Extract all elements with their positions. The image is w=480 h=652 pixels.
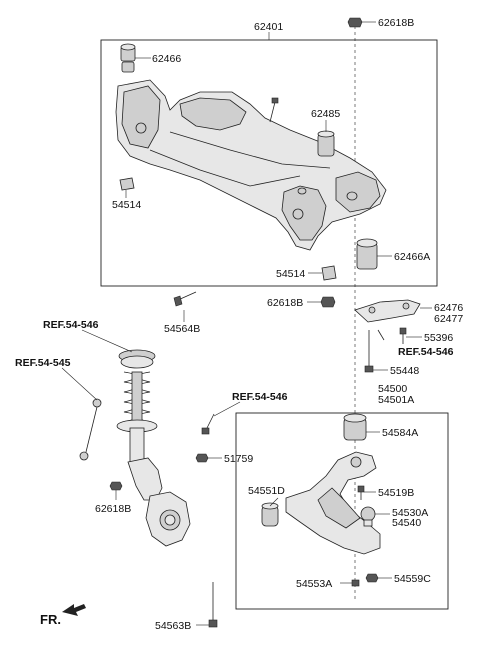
label-62618b-top: 62618B <box>378 17 414 29</box>
label-54501a: 54501A <box>378 394 414 406</box>
bushing-54584a <box>343 413 367 441</box>
bushing-62485 <box>317 130 335 157</box>
bolt-strut <box>201 413 215 435</box>
bolt-54563b <box>208 582 218 628</box>
bushing-54551d <box>261 502 279 527</box>
ball-joint-54530a <box>360 506 376 527</box>
label-51759: 51759 <box>224 453 253 465</box>
ref-54-546-bracket: REF.54-546 <box>398 346 454 358</box>
nut-62618b-mid <box>320 296 336 308</box>
label-62477: 62477 <box>434 313 463 325</box>
bolt-54564b <box>173 291 197 307</box>
label-54514-left: 54514 <box>112 199 141 211</box>
ref-54-546-knuckle: REF.54-546 <box>232 391 288 403</box>
bushing-62466a <box>356 238 378 270</box>
front-direction-arrow-icon <box>62 604 86 616</box>
label-55396: 55396 <box>424 332 453 344</box>
label-54551d: 54551D <box>248 485 285 497</box>
label-54530a: 54530A <box>392 507 428 519</box>
bolt-55448 <box>364 330 374 373</box>
label-55448: 55448 <box>390 365 419 377</box>
nut-62618b-top <box>347 17 363 28</box>
steering-knuckle <box>145 491 191 547</box>
bolt-55396 <box>399 327 407 344</box>
label-54514-right: 54514 <box>276 268 305 280</box>
crossmember-subframe <box>115 79 387 251</box>
lower-control-arm <box>285 451 381 555</box>
ref-54-546-strut: REF.54-546 <box>43 319 99 331</box>
label-62485: 62485 <box>311 108 340 120</box>
label-54540: 54540 <box>392 517 421 529</box>
label-62618b-bottom: 62618B <box>95 503 131 515</box>
ref-54-545: REF.54-545 <box>15 357 71 369</box>
bushing-62466 <box>120 43 136 73</box>
label-54584a: 54584A <box>382 427 418 439</box>
nut-62618b-bottom <box>109 481 123 491</box>
bolt-54553a <box>351 579 360 587</box>
label-54500: 54500 <box>378 383 407 395</box>
label-54553a: 54553A <box>296 578 332 590</box>
label-54519b: 54519B <box>378 487 414 499</box>
label-54559c: 54559C <box>394 573 431 585</box>
label-62401: 62401 <box>254 21 283 33</box>
label-62466: 62466 <box>152 53 181 65</box>
lower-arm-group-box <box>235 412 449 610</box>
bracket-54514-right <box>321 265 337 281</box>
bolt-54519b <box>357 485 365 500</box>
label-62618b-mid: 62618B <box>267 297 303 309</box>
label-62476: 62476 <box>434 302 463 314</box>
stabilizer-link <box>79 398 102 461</box>
pin-54-546 <box>377 329 385 341</box>
bracket-62476-62477 <box>354 299 421 323</box>
label-front: FR. <box>40 612 61 627</box>
bracket-54514-left <box>119 177 135 191</box>
leader-lines <box>61 21 432 626</box>
label-54563b: 54563B <box>155 620 191 632</box>
label-62466a: 62466A <box>394 251 430 263</box>
nut-51759 <box>195 453 209 463</box>
strut-assembly <box>116 349 163 501</box>
label-54564b: 54564B <box>164 323 200 335</box>
nut-54559c <box>365 573 379 583</box>
